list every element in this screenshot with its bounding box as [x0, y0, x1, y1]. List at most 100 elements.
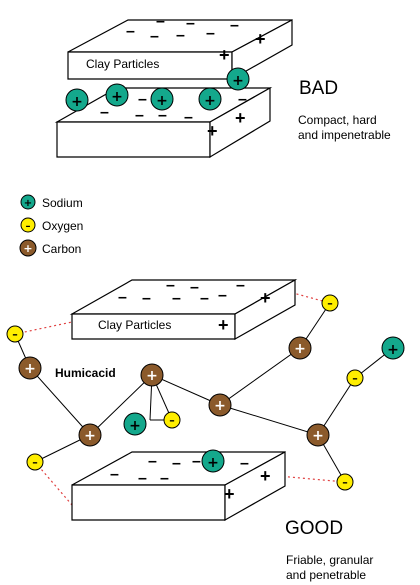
svg-text:+: +	[71, 94, 83, 110]
minus-sign: –	[138, 470, 147, 487]
good-description-line1: Friable, granular	[286, 553, 373, 567]
svg-text:–: –	[169, 414, 175, 427]
minus-sign: –	[238, 91, 247, 108]
sodium-atom: +	[123, 412, 147, 436]
minus-sign: –	[186, 15, 195, 32]
bad-description-line1: Compact, hard	[298, 113, 377, 127]
minus-sign: –	[200, 290, 209, 307]
minus-sign: –	[172, 455, 181, 472]
plus-sign: +	[260, 288, 271, 308]
legend-carbon-label: Carbon	[42, 242, 81, 256]
minus-sign: –	[166, 277, 175, 294]
svg-text:–: –	[12, 328, 18, 341]
oxygen-atom: –	[336, 473, 354, 491]
plus-sign: +	[235, 108, 246, 128]
plus-sign: +	[224, 484, 235, 504]
legend-oxygen: – Oxygen	[20, 217, 83, 233]
oxygen-atom: –	[26, 453, 44, 471]
sodium-atom: +	[201, 449, 225, 473]
plus-sign: +	[218, 315, 229, 335]
oxygen-atom: –	[321, 294, 339, 312]
minus-sign: –	[142, 290, 151, 307]
bad-top-clay-slab: Clay Particles – – – – – – – + +	[67, 13, 293, 81]
svg-text:+: +	[84, 428, 96, 444]
oxygen-atom: –	[346, 369, 364, 387]
minus-sign: –	[156, 13, 165, 30]
plus-sign: +	[207, 121, 218, 141]
minus-sign: –	[110, 466, 119, 483]
sodium-atom: +	[226, 67, 250, 91]
sodium-atom: +	[150, 87, 174, 111]
good-bottom-clay-slab: – – – – – – – + +	[71, 450, 286, 522]
bad-sodium-ions: + + + + +	[65, 67, 250, 112]
minus-sign: –	[184, 109, 193, 126]
sodium-atom: +	[381, 336, 405, 360]
bad-heading: BAD	[299, 78, 338, 99]
minus-sign: –	[160, 470, 169, 487]
minus-sign: –	[230, 17, 239, 34]
svg-text:–: –	[26, 221, 31, 232]
good-sodium-atoms: + + +	[123, 336, 405, 473]
sodium-atom: +	[65, 88, 89, 112]
svg-text:+: +	[294, 341, 306, 357]
svg-text:+: +	[156, 93, 168, 109]
legend-oxygen-label: Oxygen	[42, 219, 83, 233]
svg-text:–: –	[327, 297, 333, 310]
minus-sign: –	[218, 287, 227, 304]
carbon-atom: +	[208, 393, 232, 417]
carbon-atom: +	[140, 363, 164, 387]
good-description-line2: and penetrable	[286, 568, 366, 582]
good-carbon-atoms: + + + + + +	[18, 336, 330, 447]
legend-sodium-label: Sodium	[42, 196, 83, 210]
minus-sign: –	[176, 27, 185, 44]
oxygen-atom: –	[6, 325, 24, 343]
bad-clay-label: Clay Particles	[86, 57, 159, 71]
humic-acid-label: Humicacid	[55, 366, 116, 380]
minus-sign: –	[206, 25, 215, 42]
svg-text:+: +	[207, 455, 219, 471]
minus-sign: –	[100, 104, 109, 121]
svg-text:–: –	[32, 456, 38, 469]
svg-text:+: +	[312, 428, 324, 444]
sodium-atom: +	[198, 87, 222, 111]
minus-sign: –	[240, 455, 249, 472]
minus-sign: –	[192, 453, 201, 470]
svg-text:+: +	[204, 93, 216, 109]
minus-sign: –	[138, 91, 147, 108]
svg-text:+: +	[146, 368, 158, 384]
good-top-clay-slab: Clay Particles – – – – – – – – + +	[69, 277, 298, 341]
minus-sign: –	[236, 277, 245, 294]
carbon-atom: +	[78, 423, 102, 447]
minus-sign: –	[148, 453, 157, 470]
carbon-atom: +	[306, 423, 330, 447]
plus-sign: +	[255, 29, 266, 49]
svg-text:+: +	[23, 242, 32, 255]
svg-text:–: –	[342, 476, 348, 489]
legend: + Sodium – Oxygen + Carbon	[19, 194, 83, 257]
svg-text:+: +	[232, 73, 244, 89]
carbon-atom: +	[288, 336, 312, 360]
legend-sodium: + Sodium	[20, 194, 83, 210]
svg-text:+: +	[129, 418, 141, 434]
svg-text:+: +	[24, 198, 32, 209]
plus-sign: +	[219, 45, 230, 65]
svg-text:+: +	[111, 89, 123, 105]
minus-sign: –	[135, 107, 144, 124]
plus-sign: +	[260, 466, 271, 486]
minus-sign: –	[190, 279, 199, 296]
good-heading: GOOD	[285, 518, 343, 539]
minus-sign: –	[126, 23, 135, 40]
minus-sign: –	[150, 28, 159, 45]
minus-sign: –	[172, 290, 181, 307]
svg-text:+: +	[387, 342, 399, 358]
svg-text:–: –	[352, 372, 358, 385]
bad-description-line2: and impenetrable	[298, 128, 391, 142]
minus-sign: –	[158, 107, 167, 124]
good-clay-label: Clay Particles	[98, 318, 171, 332]
svg-text:+: +	[214, 398, 226, 414]
carbon-atom: +	[18, 356, 42, 380]
oxygen-atom: –	[163, 411, 181, 429]
sodium-atom: +	[105, 83, 129, 107]
legend-carbon: + Carbon	[19, 239, 81, 257]
